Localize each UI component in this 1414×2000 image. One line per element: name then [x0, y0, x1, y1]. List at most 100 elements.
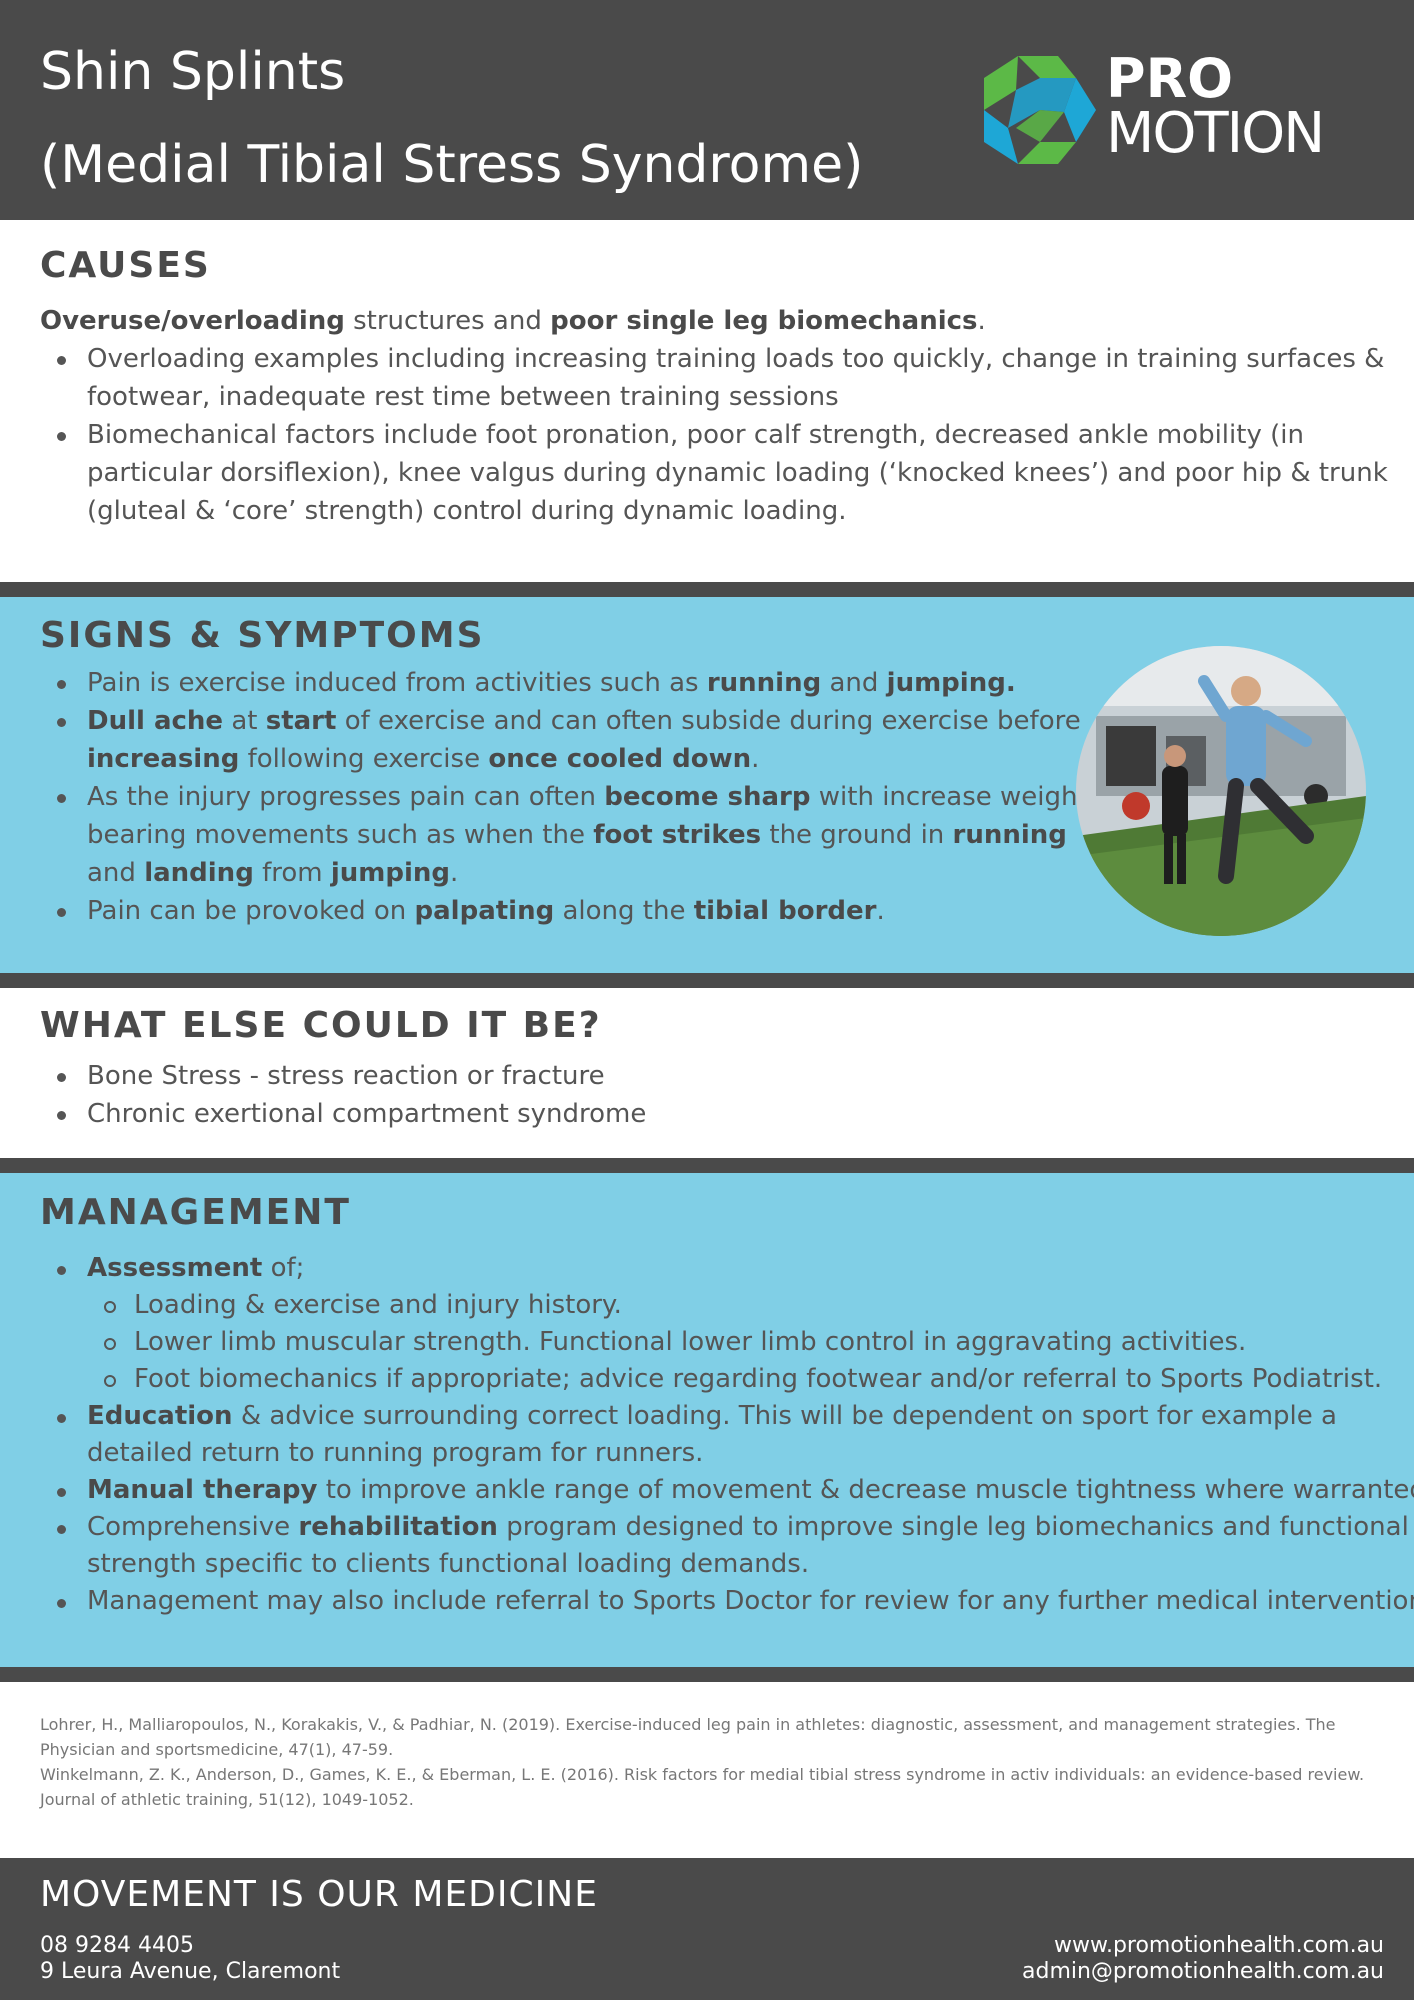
emphasis-text: poor single leg biomechanics: [550, 306, 978, 336]
causes-lead: Overuse/overloading structures and poor …: [40, 302, 1380, 340]
section-divider: [0, 1667, 1414, 1682]
bullet-icon: [57, 356, 66, 365]
emphasis-text: increasing: [87, 744, 240, 774]
body-text: Comprehensive: [87, 1512, 299, 1542]
emphasis-text: palpating: [414, 896, 555, 926]
causes-heading: CAUSES: [40, 245, 211, 286]
list-item: Education & advice surrounding correct l…: [57, 1398, 1414, 1472]
section-divider: [0, 1158, 1414, 1173]
list-item: Biomechanical factors include foot prona…: [57, 416, 1414, 530]
body-text: Loading & exercise and injury history.: [134, 1290, 622, 1320]
bullet-icon: [57, 1599, 66, 1608]
athlete-training-photo: [1076, 646, 1366, 936]
body-text: at: [223, 706, 266, 736]
body-text: and: [821, 668, 887, 698]
body-text: from: [253, 858, 331, 888]
body-text: of;: [262, 1253, 305, 1283]
emphasis-text: once cooled down: [488, 744, 752, 774]
body-text: following exercise: [239, 744, 489, 774]
list-item: Management may also include referral to …: [57, 1583, 1414, 1620]
emphasis-text: foot strikes: [593, 820, 762, 850]
bullet-icon: [57, 718, 66, 727]
emphasis-text: landing: [144, 858, 254, 888]
body-text: Lower limb muscular strength. Functional…: [134, 1327, 1247, 1357]
emphasis-text: start: [265, 706, 337, 736]
body-text: Biomechanical factors include foot prona…: [87, 420, 1388, 526]
list-item: Pain is exercise induced from activities…: [57, 664, 1117, 702]
body-text: Overloading examples including increasin…: [87, 344, 1385, 412]
management-list: Assessment of;Loading & exercise and inj…: [40, 1250, 1414, 1620]
body-text: the ground in: [761, 820, 953, 850]
body-text: to improve ankle range of movement & dec…: [317, 1475, 1414, 1505]
body-text: .: [876, 896, 885, 926]
body-text: and: [87, 858, 145, 888]
bullet-icon: [57, 680, 66, 689]
body-text: structures and: [344, 306, 551, 336]
bullet-icon: [57, 794, 66, 803]
bullet-icon: [57, 908, 66, 917]
sub-list-item: Lower limb muscular strength. Functional…: [87, 1324, 1414, 1361]
body-text: .: [751, 744, 760, 774]
what-else-heading: WHAT ELSE COULD IT BE?: [40, 1005, 602, 1046]
footer-tagline: MOVEMENT IS OUR MEDICINE: [40, 1874, 598, 1915]
emphasis-text: rehabilitation: [298, 1512, 498, 1542]
page-title-line2: (Medial Tibial Stress Syndrome): [40, 135, 864, 195]
emphasis-text: Manual therapy: [87, 1475, 318, 1505]
emphasis-text: Education: [87, 1401, 233, 1431]
signs-heading: SIGNS & SYMPTOMS: [40, 615, 485, 656]
body-text: As the injury progresses pain can often: [87, 782, 605, 812]
list-item: Bone Stress - stress reaction or fractur…: [57, 1057, 1414, 1095]
emphasis-text: running: [952, 820, 1067, 850]
list-item: Chronic exertional compartment syndrome: [57, 1095, 1414, 1133]
footer-website-link[interactable]: www.promotionhealth.com.au: [1053, 1933, 1384, 1958]
bullet-icon: [57, 1414, 66, 1423]
bullet-icon: [57, 1073, 66, 1082]
bullet-icon: [57, 432, 66, 441]
section-divider: [0, 582, 1414, 597]
sub-list-item: Loading & exercise and injury history.: [87, 1287, 1414, 1324]
emphasis-text: Assessment: [87, 1253, 263, 1283]
emphasis-text: jumping.: [886, 668, 1016, 698]
footer-bar: [0, 1858, 1414, 2000]
list-item: Manual therapy to improve ankle range of…: [57, 1472, 1414, 1509]
reference-item: Winkelmann, Z. K., Anderson, D., Games, …: [40, 1765, 1365, 1809]
hollow-bullet-icon: [104, 1301, 116, 1313]
emphasis-text: running: [706, 668, 822, 698]
list-item: Comprehensive rehabilitation program des…: [57, 1509, 1414, 1583]
body-text: Management may also include referral to …: [87, 1586, 1414, 1616]
emphasis-text: Dull ache: [87, 706, 224, 736]
body-text: .: [977, 306, 986, 336]
footer-email-link[interactable]: admin@promotionhealth.com.au: [1022, 1959, 1384, 1984]
emphasis-text: Overuse/overloading: [40, 306, 345, 336]
management-section-background: [0, 1173, 1414, 1667]
body-text: Pain is exercise induced from activities…: [87, 668, 707, 698]
bullet-icon: [57, 1111, 66, 1120]
emphasis-text: tibial border: [693, 896, 877, 926]
bullet-icon: [57, 1525, 66, 1534]
footer-phone: 08 9284 4405: [40, 1933, 194, 1958]
bullet-icon: [57, 1266, 66, 1275]
body-text: & advice surrounding correct loading. Th…: [87, 1401, 1337, 1468]
management-heading: MANAGEMENT: [40, 1192, 351, 1233]
hollow-bullet-icon: [104, 1338, 116, 1350]
logo-text-motion: MOTION: [1106, 101, 1325, 166]
signs-list: Pain is exercise induced from activities…: [40, 664, 1117, 930]
references: Lohrer, H., Malliaropoulos, N., Korakaki…: [40, 1712, 1380, 1812]
hollow-bullet-icon: [104, 1375, 116, 1387]
body-text: Bone Stress - stress reaction or fractur…: [87, 1061, 605, 1091]
gym-photo-illustration: [1076, 646, 1366, 936]
causes-list: Overloading examples including increasin…: [40, 340, 1414, 530]
logo-mark-icon: [984, 56, 1096, 164]
page-title-line1: Shin Splints: [40, 42, 346, 102]
list-item: Assessment of;: [57, 1250, 1414, 1287]
emphasis-text: jumping: [330, 858, 451, 888]
body-text: Chronic exertional compartment syndrome: [87, 1099, 647, 1129]
body-text: Foot biomechanics if appropriate; advice…: [134, 1364, 1383, 1394]
list-item: Pain can be provoked on palpating along …: [57, 892, 1117, 930]
body-text: along the: [554, 896, 694, 926]
list-item: Overloading examples including increasin…: [57, 340, 1414, 416]
list-item: As the injury progresses pain can often …: [57, 778, 1117, 892]
sub-list-item: Foot biomechanics if appropriate; advice…: [87, 1361, 1414, 1398]
list-item: Dull ache at start of exercise and can o…: [57, 702, 1117, 778]
body-text: .: [450, 858, 459, 888]
